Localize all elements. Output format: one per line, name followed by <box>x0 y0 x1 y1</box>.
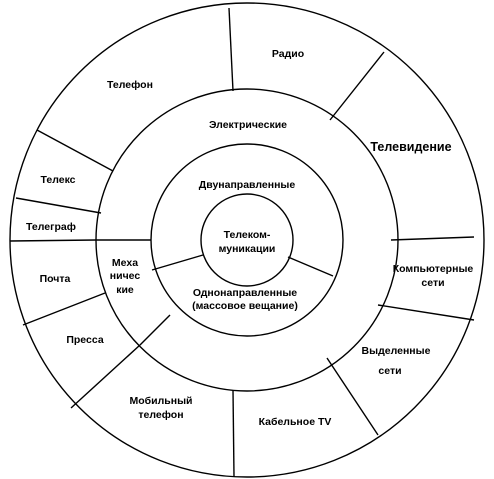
center-label-line1: Телеком- <box>224 229 271 241</box>
computer-networks-label-line2: сети <box>421 277 444 289</box>
press-label: Пресса <box>66 334 103 346</box>
divider-telegraph-mail <box>9 239 97 242</box>
center-circle <box>200 193 294 287</box>
one-way-label-line1: Однонаправленные <box>193 287 297 299</box>
divider-radio-tv <box>329 51 385 121</box>
mechanical-label-line1: Меха <box>112 257 138 269</box>
electric-label: Электрические <box>209 119 287 131</box>
mobile-label-line1: Мобильный <box>130 395 193 407</box>
divider-middle-left <box>151 254 204 271</box>
telegraph-label: Телеграф <box>26 221 76 233</box>
divider-mail-press <box>22 292 106 326</box>
divider-telephone-telex <box>36 129 114 172</box>
cable-tv-label: Кабельное TV <box>259 416 332 428</box>
mobile-label-line2: телефон <box>138 409 183 421</box>
television-label: Телевидение <box>370 140 451 154</box>
divider-cable-dedicated <box>326 357 379 436</box>
divider-telex-telegraph <box>15 197 102 214</box>
divider-dedicated-networks <box>377 304 475 321</box>
mechanical-label-line2: ничес <box>110 270 141 282</box>
dedicated-networks-label-line1: Выделенные <box>362 345 431 357</box>
divider-inner-bottom <box>139 314 171 346</box>
outer-circle <box>9 2 485 478</box>
divider-mobile-cable <box>232 389 235 478</box>
divider-middle-right <box>287 256 334 277</box>
mail-label: Почта <box>40 273 71 285</box>
telephone-label: Телефон <box>107 79 153 91</box>
divider-networks-tv <box>390 236 475 241</box>
one-way-label-line2: (массовое вещание) <box>192 300 298 312</box>
radio-label: Радио <box>272 48 304 60</box>
dedicated-networks-label-line2: сети <box>378 365 401 377</box>
divider-press-mobile <box>70 344 141 409</box>
divider-radio-telephone <box>228 7 234 92</box>
telex-label: Телекс <box>40 174 75 186</box>
mechanical-label-line3: кие <box>116 284 134 296</box>
computer-networks-label-line1: Компьютерные <box>393 263 474 275</box>
two-way-label: Двунаправленные <box>199 179 296 191</box>
center-label-line2: муникации <box>219 243 276 255</box>
